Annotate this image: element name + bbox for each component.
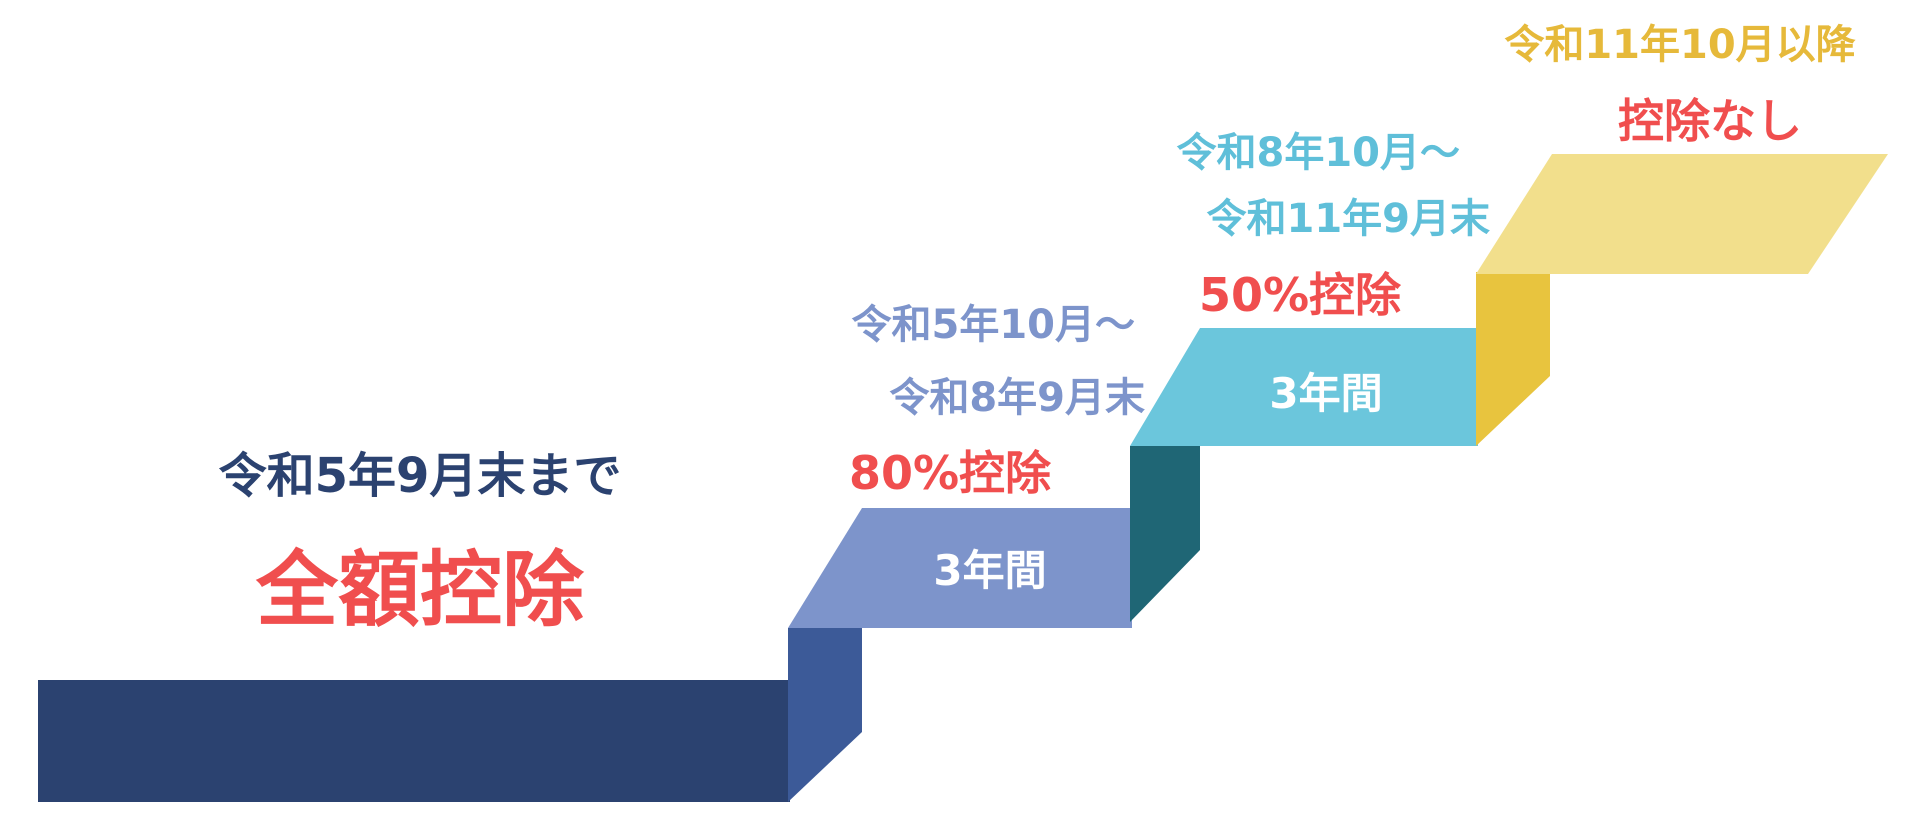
stage-2-period-end-label: 令和8年9月末 (889, 375, 1145, 421)
stair-tread-1 (788, 508, 1132, 628)
stage-3-period-start-label: 令和8年10月〜 (1176, 130, 1461, 176)
stage-4-deduction-label: 控除なし (1618, 94, 1802, 148)
stair-riser-3 (1476, 272, 1550, 446)
stair-base-bar (38, 680, 790, 802)
stage-2-deduction-label: 80%控除 (848, 446, 1052, 500)
stage-1-deduction-label: 全額控除 (255, 543, 584, 638)
stair-tread-2 (1130, 328, 1478, 446)
stage-2-duration-label: 3年間 (933, 546, 1047, 595)
stair-riser-1 (788, 628, 862, 802)
stage-3-deduction-label: 50%控除 (1198, 268, 1402, 322)
stage-3-duration-label: 3年間 (1269, 369, 1383, 418)
stage-1-period-label: 令和5年9月末まで (218, 448, 622, 504)
stage-3-period-end-label: 令和11年9月末 (1206, 196, 1491, 242)
stair-riser-2 (1130, 446, 1200, 622)
stair-tread-3 (1476, 154, 1888, 274)
stage-2-period-start-label: 令和5年10月〜 (851, 302, 1136, 348)
stage-4-period-start-label: 令和11年10月以降 (1504, 22, 1856, 68)
